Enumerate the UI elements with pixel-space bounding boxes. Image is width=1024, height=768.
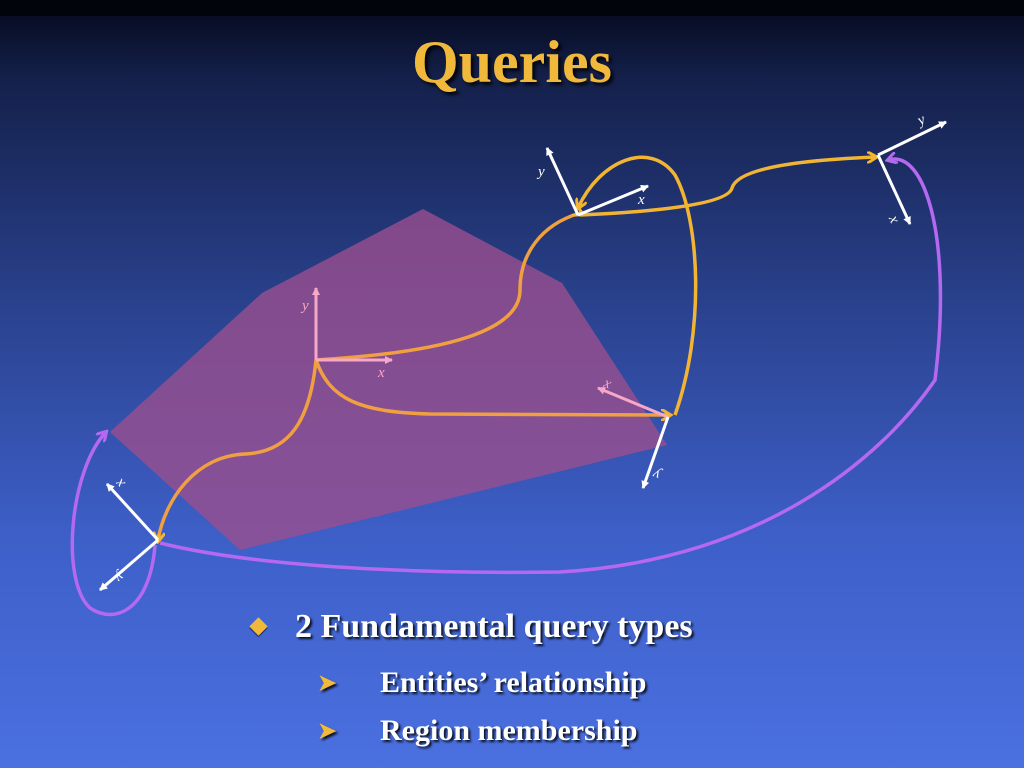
bullet-main-text: 2 Fundamental query types bbox=[295, 608, 693, 645]
orange-path-to-frame-left bbox=[156, 359, 318, 541]
region-polygon bbox=[110, 209, 667, 550]
orange-path-to-frame-top bbox=[315, 211, 581, 362]
top-band bbox=[0, 0, 1024, 16]
frame-top: y x bbox=[536, 147, 649, 217]
slide-title: Queries bbox=[412, 29, 612, 95]
axis-label-x-left: x bbox=[112, 475, 129, 492]
axis-label-x-center: x bbox=[377, 365, 385, 381]
bullet-main: 2 Fundamental query types bbox=[244, 608, 693, 646]
axis-label-y-far-right: y bbox=[913, 111, 928, 129]
bullet-sub-2-text: Region membership bbox=[380, 714, 638, 747]
frame-region-center: y x bbox=[300, 287, 393, 381]
diamond-bullet-icon bbox=[249, 617, 268, 636]
axis-label-x-top: x bbox=[637, 192, 645, 208]
arrowhead-bullet-icon: ➤ bbox=[318, 670, 337, 696]
axis-label-x-far-right: x bbox=[885, 212, 903, 226]
bullet-sub-2: ➤ Region membership bbox=[318, 714, 638, 748]
axis-label-y-right: y bbox=[650, 465, 664, 483]
orange-path-to-frame-right bbox=[314, 359, 669, 417]
yellow-path-to-far-right bbox=[579, 157, 876, 217]
yellow-loop-path bbox=[578, 155, 698, 416]
purple-path-to-far-right bbox=[159, 159, 943, 575]
purple-loop-path bbox=[70, 432, 157, 617]
yellow-arrowhead-left bbox=[158, 534, 159, 541]
bullet-sub-1: ➤ Entities’ relationship bbox=[318, 666, 646, 700]
axis-label-y-top: y bbox=[536, 164, 545, 180]
bullet-sub-1-text: Entities’ relationship bbox=[380, 666, 647, 699]
axis-label-y-center: y bbox=[300, 298, 309, 314]
arrowhead-bullet-icon: ➤ bbox=[318, 718, 337, 744]
